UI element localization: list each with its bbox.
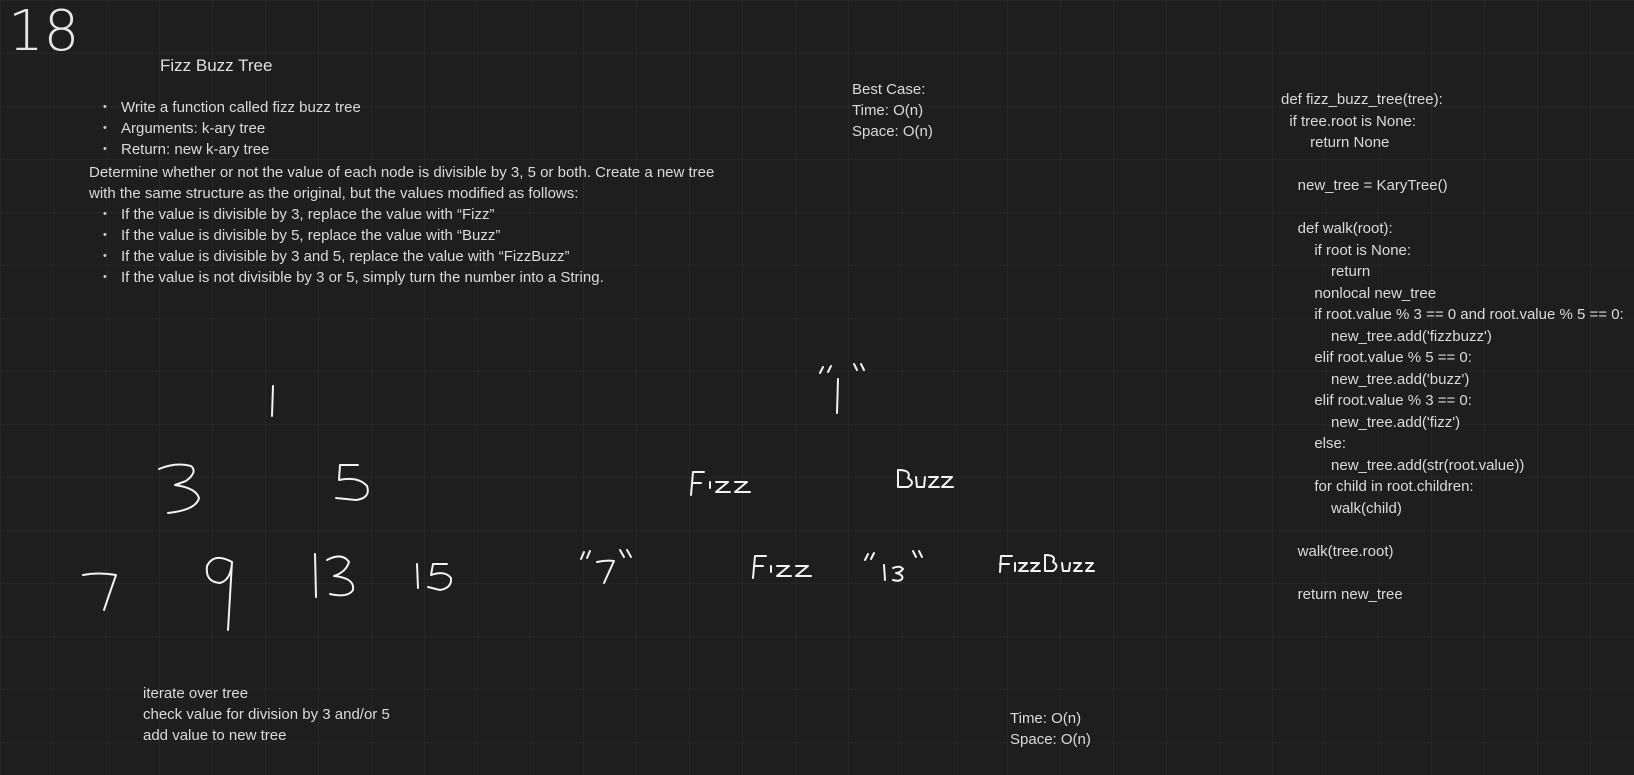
- code-line: if root.value % 3 == 0 and root.value % …: [1281, 306, 1624, 323]
- code-line: new_tree.add(str(root.value)): [1281, 456, 1525, 474]
- code-line: def walk(root):: [1281, 220, 1393, 237]
- approach-step: iterate over tree: [143, 685, 249, 702]
- best-case-block: Best Case: Time: O(n) Space: O(n): [852, 79, 933, 142]
- approach-step: check value for division by 3 and/or 5: [143, 706, 390, 723]
- handwritten-node-5: [335, 464, 369, 501]
- rule-bullet: If the value is divisible by 5, replace …: [101, 225, 604, 246]
- handwritten-node-9: [205, 556, 233, 631]
- handwritten-node-3: [158, 463, 200, 514]
- code-line: new_tree.add('fizzbuzz'): [1281, 327, 1492, 345]
- handwritten-node-fizzbuzz: [999, 554, 1095, 573]
- approach-steps: iterate over tree check value for divisi…: [143, 683, 390, 746]
- code-line: else:: [1281, 435, 1347, 452]
- code-line: if root is None:: [1281, 241, 1412, 259]
- rule-bullet: If the value is divisible by 3 and 5, re…: [101, 246, 604, 267]
- code-line: return: [1281, 263, 1371, 280]
- approach-step: add value to new tree: [143, 727, 287, 744]
- handwritten-node-15: [416, 563, 453, 591]
- handwritten-node-7: [82, 572, 117, 611]
- best-case-time: Time: O(n): [852, 102, 924, 119]
- rule-bullet-list: If the value is divisible by 3, replace …: [101, 204, 604, 288]
- final-time: Time: O(n): [1010, 710, 1082, 727]
- handwritten-node-fizz: [690, 471, 751, 496]
- rule-bullet: If the value is divisible by 3, replace …: [101, 204, 604, 225]
- code-line: new_tree.add('buzz'): [1281, 370, 1470, 388]
- code-line: return new_tree: [1281, 585, 1403, 603]
- intro-bullet: Return: new k-ary tree: [101, 139, 361, 160]
- code-line: return None: [1281, 134, 1390, 151]
- handwritten-node-1: [271, 385, 274, 417]
- final-space: Space: O(n): [1010, 731, 1091, 748]
- code-line: nonlocal new_tree: [1281, 284, 1437, 302]
- code-line: walk(child): [1281, 499, 1402, 517]
- rule-bullet: If the value is not divisible by 3 or 5,…: [101, 267, 604, 288]
- intro-bullet: Write a function called fizz buzz tree: [101, 97, 361, 118]
- handwritten-node-quoted-1: [819, 363, 865, 414]
- intro-bullet: Arguments: k-ary tree: [101, 118, 361, 139]
- handwritten-node-quoted-7: [580, 549, 632, 584]
- best-case-space: Space: O(n): [852, 123, 933, 140]
- handwritten-node-quoted-13: [864, 550, 923, 582]
- final-complexity: Time: O(n) Space: O(n): [1010, 708, 1091, 750]
- page-number: 18: [8, 0, 80, 64]
- code-line: def fizz_buzz_tree(tree):: [1281, 91, 1443, 108]
- code-line: walk(tree.root): [1281, 542, 1394, 560]
- code-line: elif root.value % 3 == 0:: [1281, 392, 1472, 409]
- handwritten-node-buzz: [897, 469, 954, 488]
- code-block: def fizz_buzz_tree(tree): if tree.root i…: [1281, 89, 1624, 605]
- code-line: if tree.root is None:: [1281, 112, 1417, 130]
- best-case-label: Best Case:: [852, 81, 926, 98]
- code-line: for child in root.children:: [1281, 478, 1474, 495]
- problem-description: Determine whether or not the value of ea…: [89, 164, 715, 202]
- handwritten-node-13: [314, 553, 355, 598]
- handwritten-node-fizz-2: [752, 555, 812, 579]
- code-line: elif root.value % 5 == 0:: [1281, 349, 1472, 366]
- intro-bullet-list: Write a function called fizz buzz tree A…: [101, 97, 361, 160]
- page-title: Fizz Buzz Tree: [160, 56, 273, 75]
- code-line: new_tree = KaryTree(): [1281, 177, 1448, 194]
- code-line: new_tree.add('fizz'): [1281, 413, 1461, 431]
